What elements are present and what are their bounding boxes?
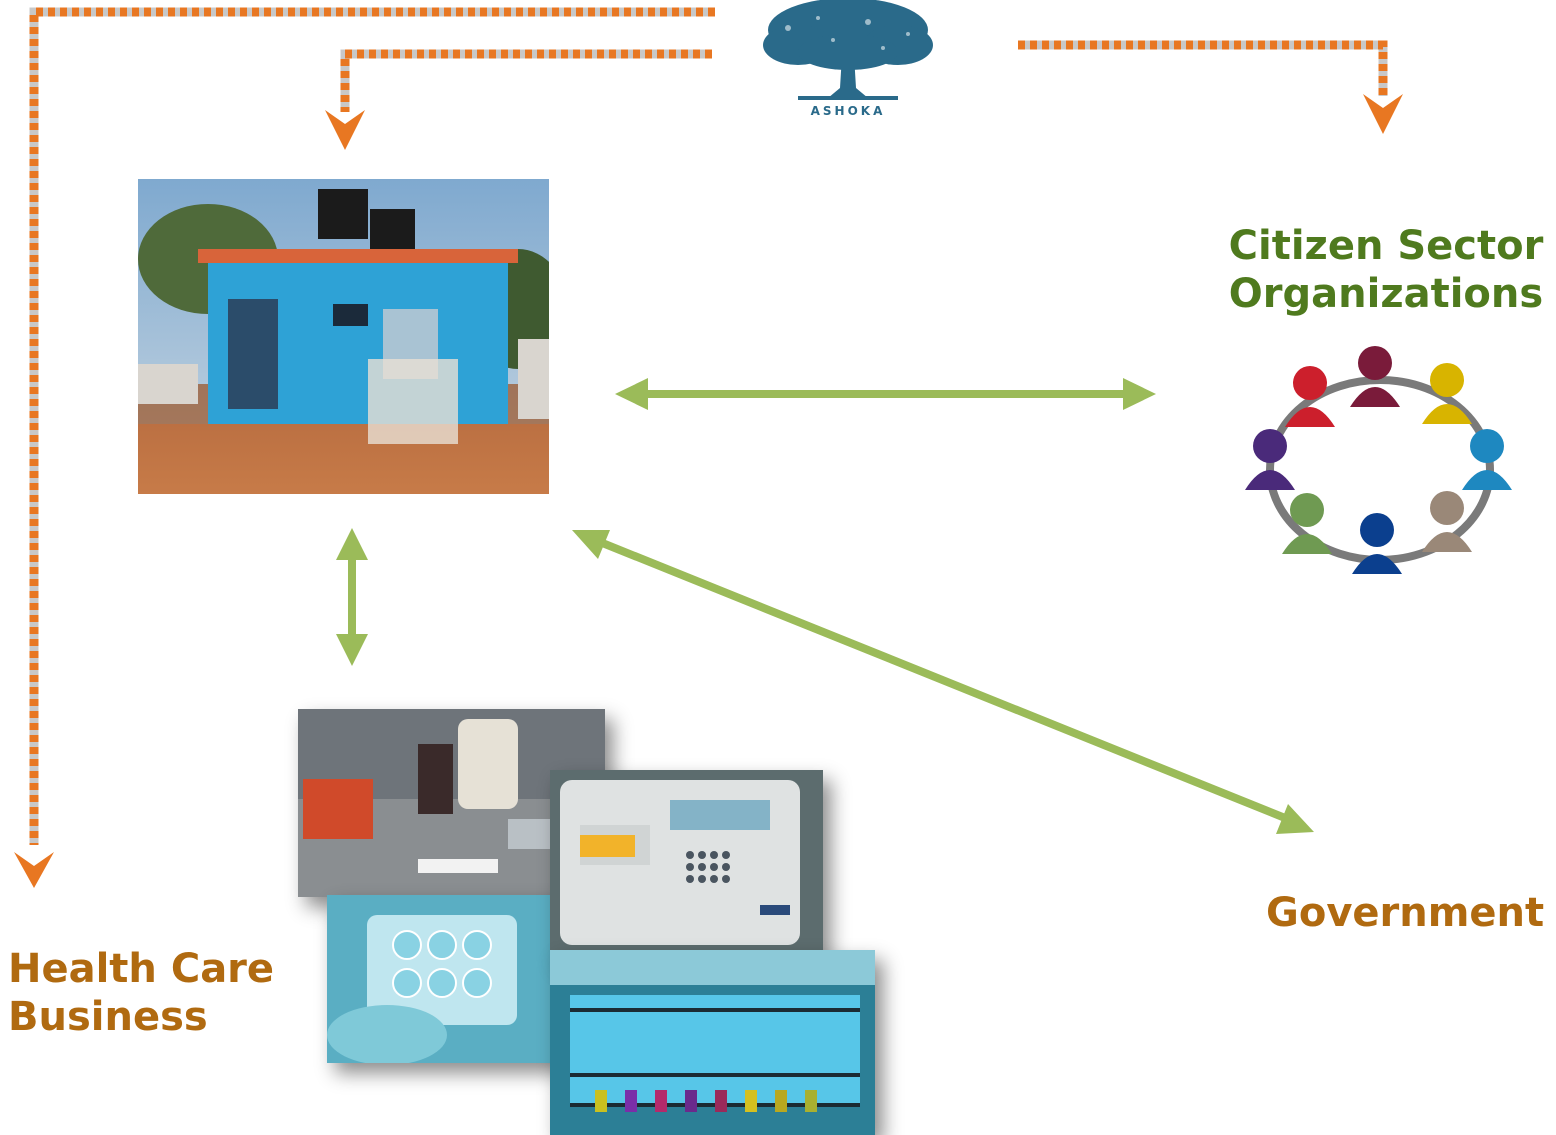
citizen-sector-label: Citizen Sector Organizations xyxy=(1216,222,1556,318)
health-care-line-2: Business xyxy=(8,994,208,1040)
ashoka-logo-text: ASHOKA xyxy=(810,104,886,118)
water-kiosk-photo xyxy=(138,179,549,494)
lab-testing-photo-2 xyxy=(327,895,572,1063)
government-label: Government xyxy=(1266,890,1545,936)
dashed-arrow-to-citizen-sector xyxy=(1018,40,1403,134)
ashoka-logo: ASHOKA xyxy=(758,0,938,125)
arrowhead-down-icon xyxy=(14,852,54,888)
arrowhead-down-icon xyxy=(1363,94,1403,134)
citizen-sector-line-1: Citizen Sector xyxy=(1228,223,1544,269)
citizen-sector-line-2: Organizations xyxy=(1228,271,1544,317)
tree-icon xyxy=(763,0,933,100)
green-arrow-kiosk-citizen xyxy=(615,378,1156,410)
lab-analyzer-photo xyxy=(550,770,823,958)
dashed-arrow-to-kiosk xyxy=(325,49,712,150)
people-circle-icon xyxy=(1245,346,1512,574)
dashed-arrow-to-health-care xyxy=(14,7,715,888)
green-arrow-kiosk-government xyxy=(572,530,1314,834)
health-care-business-label: Health Care Business xyxy=(8,945,274,1041)
arrowhead-down-icon xyxy=(325,110,365,150)
green-arrow-kiosk-lab xyxy=(336,528,368,666)
lab-testtubes-photo xyxy=(550,950,875,1135)
health-care-line-1: Health Care xyxy=(8,946,275,992)
